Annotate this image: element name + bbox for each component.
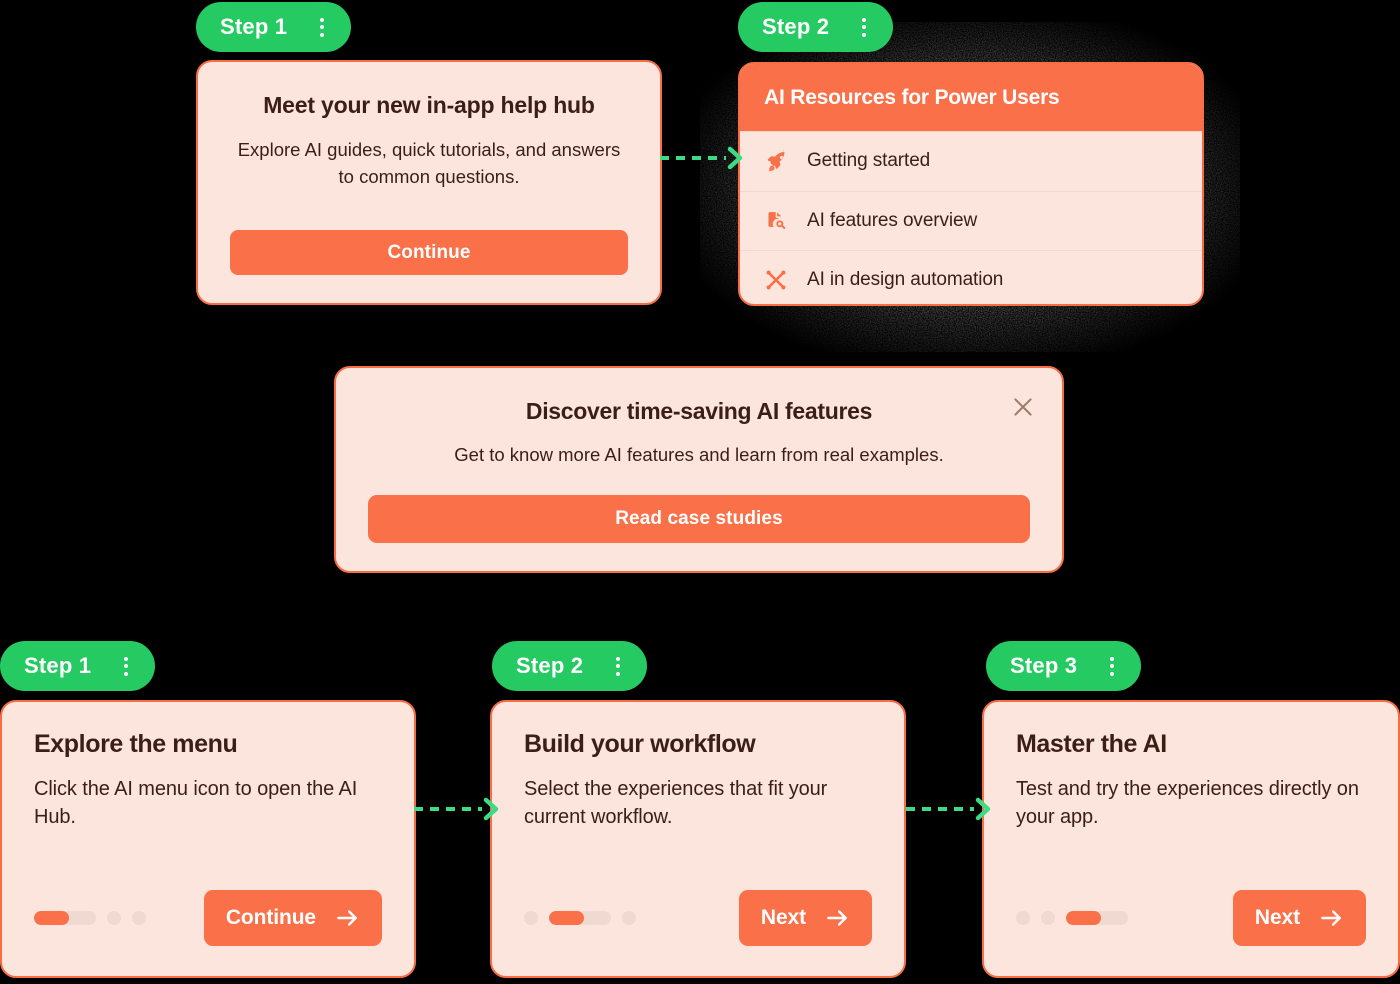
file-search-icon xyxy=(768,211,786,229)
discover-modal-body: Get to know more AI features and learn f… xyxy=(454,444,944,465)
onboarding-card-footer: Next xyxy=(1016,890,1366,946)
onboarding-card-master-ai: Master the AI Test and try the experienc… xyxy=(982,700,1400,978)
progress-indicator[interactable] xyxy=(524,911,636,925)
onboarding-card-body: Click the AI menu icon to open the AI Hu… xyxy=(34,778,358,829)
step-badge-label: Step 1 xyxy=(220,14,288,39)
arrow-right-icon xyxy=(337,910,357,926)
arrow-right-icon xyxy=(1321,910,1341,926)
continue-button[interactable]: Continue xyxy=(230,230,628,275)
help-hub-body: Explore AI guides, quick tutorials, and … xyxy=(237,139,621,187)
step-badge-resources[interactable]: Step 2 xyxy=(738,2,894,52)
progress-indicator[interactable] xyxy=(1016,911,1128,925)
onboarding-card-title: Master the AI xyxy=(1016,730,1167,758)
discover-modal-title: Discover time-saving AI features xyxy=(525,398,873,424)
kebab-menu-icon[interactable] xyxy=(117,654,135,678)
list-item-label: Getting started xyxy=(807,150,931,172)
onboarding-card-explore-menu: Explore the menu Click the AI menu icon … xyxy=(0,700,416,978)
onboarding-card-title: Explore the menu xyxy=(34,730,238,758)
kebab-menu-icon[interactable] xyxy=(609,654,627,678)
step-badge-master[interactable]: Step 3 xyxy=(986,641,1142,691)
list-item-label: AI features overview xyxy=(807,209,978,231)
close-icon[interactable] xyxy=(1010,394,1036,420)
onboarding-card-footer: Next xyxy=(524,890,872,946)
discover-features-modal: Discover time-saving AI features Get to … xyxy=(334,366,1064,573)
arrow-right-icon xyxy=(827,910,847,926)
step-badge-label: Step 2 xyxy=(762,14,830,39)
list-item-ai-in-design-automation[interactable]: AI in design automation xyxy=(740,250,1202,304)
help-hub-card: Meet your new in-app help hub Explore AI… xyxy=(196,60,662,305)
dashed-arrow-right-icon xyxy=(660,146,743,170)
progress-indicator[interactable] xyxy=(34,911,146,925)
onboarding-card-body: Select the experiences that fit your cur… xyxy=(524,778,828,829)
list-item-ai-features-overview[interactable]: AI features overview xyxy=(740,190,1202,251)
step-badge-build[interactable]: Step 2 xyxy=(492,641,648,691)
onboarding-card-title: Build your workflow xyxy=(524,730,756,758)
list-item-label: AI in design automation xyxy=(807,269,1004,291)
kebab-menu-icon[interactable] xyxy=(855,15,873,39)
help-hub-title: Meet your new in-app help hub xyxy=(263,92,595,118)
read-case-studies-button[interactable]: Read case studies xyxy=(368,495,1030,543)
onboarding-card-footer: Continue xyxy=(34,890,382,946)
ai-resources-card: AI Resources for Power Users Getting sta… xyxy=(738,62,1204,306)
onboarding-card-body: Test and try the experiences directly on… xyxy=(1016,778,1359,829)
button-label: Next xyxy=(1254,906,1300,929)
kebab-menu-icon[interactable] xyxy=(1103,654,1121,678)
button-label: Continue xyxy=(225,906,316,929)
step-badge-label: Step 3 xyxy=(1010,653,1078,678)
step-badge-label: Step 1 xyxy=(24,653,92,678)
continue-button[interactable]: Continue xyxy=(203,890,382,946)
button-label: Next xyxy=(760,906,806,929)
next-button[interactable]: Next xyxy=(1232,890,1366,946)
onboarding-card-build-workflow: Build your workflow Select the experienc… xyxy=(490,700,906,978)
next-button[interactable]: Next xyxy=(738,890,872,946)
step-badge-label: Step 2 xyxy=(516,653,584,678)
ai-resources-header: AI Resources for Power Users xyxy=(740,64,1202,131)
crossed-tools-icon xyxy=(766,270,786,290)
kebab-menu-icon[interactable] xyxy=(313,15,331,39)
ai-resources-header-title: AI Resources for Power Users xyxy=(764,85,1060,109)
list-item-getting-started[interactable]: Getting started xyxy=(740,131,1202,191)
step-badge-help-hub[interactable]: Step 1 xyxy=(196,2,352,52)
rocket-icon xyxy=(767,150,785,172)
step-badge-explore[interactable]: Step 1 xyxy=(0,641,156,691)
